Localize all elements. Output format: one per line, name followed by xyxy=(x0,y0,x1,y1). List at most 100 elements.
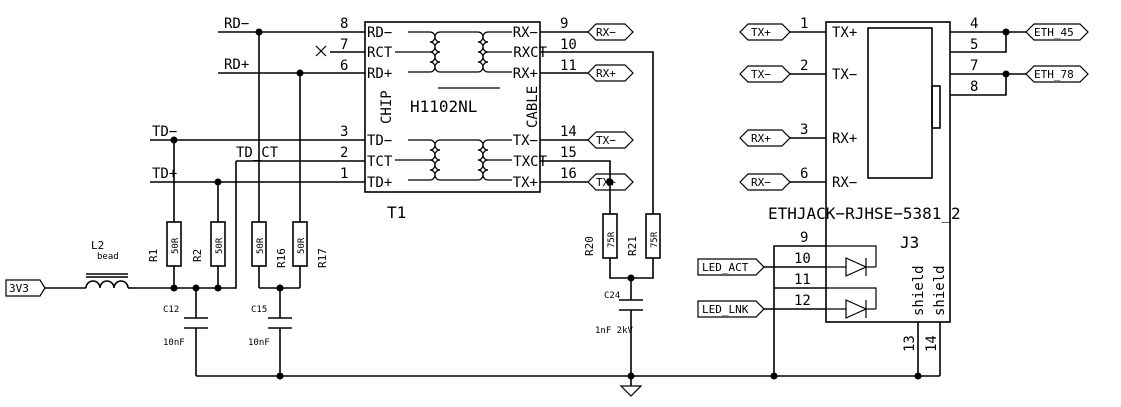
svg-text:4: 4 xyxy=(970,16,978,32)
svg-text:TX−: TX− xyxy=(513,133,538,149)
label-tx-minus: TX− xyxy=(587,131,634,149)
svg-text:R2: R2 xyxy=(191,249,204,262)
svg-text:ETH_45: ETH_45 xyxy=(1034,26,1074,39)
svg-text:TX−: TX− xyxy=(751,68,771,81)
svg-text:RX−: RX− xyxy=(751,176,771,189)
svg-text:3: 3 xyxy=(800,122,808,138)
svg-text:14: 14 xyxy=(560,124,577,140)
svg-text:TX+: TX+ xyxy=(513,175,538,191)
svg-text:6: 6 xyxy=(340,58,348,74)
svg-text:RCT: RCT xyxy=(367,45,393,61)
resistor-r20: 75R R20 xyxy=(583,213,618,259)
j3-ref: J3 xyxy=(900,233,919,252)
l2-value: bead xyxy=(97,252,119,262)
svg-text:1: 1 xyxy=(800,16,808,32)
svg-text:C15: C15 xyxy=(251,305,267,315)
power-label-3v3: 3V3 xyxy=(5,279,46,297)
net-label-rd-plus: RD+ xyxy=(224,57,249,73)
resistor-r16: 50R R16 xyxy=(251,221,288,268)
svg-text:TD+: TD+ xyxy=(367,175,392,191)
svg-text:R17: R17 xyxy=(316,248,329,268)
label-led-act: LED_ACT xyxy=(697,258,765,276)
svg-text:10: 10 xyxy=(560,37,577,53)
svg-text:50R: 50R xyxy=(215,237,225,254)
inductor-l2: L2 bead xyxy=(85,239,132,289)
label-eth-45: ETH_45 xyxy=(1025,23,1089,41)
junctions xyxy=(170,28,1010,380)
svg-text:8: 8 xyxy=(970,79,978,95)
svg-text:2: 2 xyxy=(340,145,348,161)
t1-cable-label: CABLE xyxy=(525,86,541,128)
svg-text:RX+: RX+ xyxy=(832,131,857,147)
svg-text:TX−: TX− xyxy=(832,67,857,83)
svg-text:9: 9 xyxy=(560,16,568,32)
label-led-lnk: LED_LNK xyxy=(697,300,765,318)
svg-text:shield: shield xyxy=(911,265,927,316)
svg-text:TX+: TX+ xyxy=(751,26,771,39)
svg-text:LED_ACT: LED_ACT xyxy=(702,261,749,274)
capacitor-c24: C24 1nF 2kV xyxy=(595,291,643,336)
svg-text:TX−: TX− xyxy=(596,134,616,147)
svg-text:1: 1 xyxy=(340,166,348,182)
svg-text:1nF 2kV: 1nF 2kV xyxy=(595,326,634,336)
svg-text:2: 2 xyxy=(800,58,808,74)
svg-text:RD+: RD+ xyxy=(367,66,392,82)
net-label-td-minus: TD− xyxy=(152,124,177,140)
svg-text:RX+: RX+ xyxy=(513,66,538,82)
svg-text:R1: R1 xyxy=(147,249,160,262)
capacitor-c15: C15 10nF xyxy=(248,305,292,348)
label-jack-tx-plus: TX+ xyxy=(739,23,791,41)
svg-text:shield: shield xyxy=(932,265,948,316)
svg-text:5: 5 xyxy=(970,37,978,53)
svg-text:14: 14 xyxy=(924,335,940,352)
svg-text:50R: 50R xyxy=(256,237,266,254)
svg-text:10: 10 xyxy=(794,251,811,267)
svg-text:13: 13 xyxy=(902,335,918,352)
svg-text:75R: 75R xyxy=(650,231,660,248)
label-rx-minus: RX− xyxy=(587,23,634,41)
label-jack-rx-plus: RX+ xyxy=(739,129,791,147)
label-jack-rx-minus: RX− xyxy=(739,173,791,191)
resistor-r2: 50R R2 xyxy=(191,221,226,267)
t1-ref: T1 xyxy=(387,203,406,222)
ethernet-jack-j3: 1 2 3 6 TX+ TX− RX+ RX− 4 5 7 8 9 10 11 … xyxy=(768,16,978,352)
svg-text:RX+: RX+ xyxy=(751,132,771,145)
label-jack-tx-minus: TX− xyxy=(739,65,791,83)
t1-chip-label: CHIP xyxy=(379,90,395,124)
j3-value: ETHJACK−RJHSE−5381_2 xyxy=(768,204,961,223)
svg-text:C24: C24 xyxy=(604,291,620,301)
net-label-td-ct: TD_CT xyxy=(236,145,279,161)
t1-value: H1102NL xyxy=(410,97,477,116)
svg-text:R20: R20 xyxy=(583,236,596,256)
resistor-r17: 50R R17 xyxy=(292,221,329,268)
svg-text:75R: 75R xyxy=(607,231,617,248)
no-connect-marker xyxy=(315,45,327,57)
svg-text:LED_LNK: LED_LNK xyxy=(702,303,749,316)
svg-text:3: 3 xyxy=(340,124,348,140)
svg-text:7: 7 xyxy=(340,37,348,53)
svg-text:RD−: RD− xyxy=(367,25,392,41)
resistor-r21: 75R R21 xyxy=(626,213,661,259)
wires xyxy=(44,31,1026,386)
net-label-rd-minus: RD− xyxy=(224,16,249,32)
label-eth-78: ETH_78 xyxy=(1025,65,1089,83)
svg-text:R21: R21 xyxy=(626,236,639,256)
net-label-td-plus: TD+ xyxy=(152,166,177,182)
l2-ref: L2 xyxy=(91,239,104,252)
svg-text:8: 8 xyxy=(340,16,348,32)
svg-text:TX+: TX+ xyxy=(596,176,616,189)
svg-text:TD−: TD− xyxy=(367,133,392,149)
svg-text:6: 6 xyxy=(800,166,808,182)
svg-text:TXCT: TXCT xyxy=(513,154,547,170)
ground-symbol xyxy=(619,385,643,397)
svg-text:50R: 50R xyxy=(297,237,307,254)
resistor-r1: 50R R1 xyxy=(147,221,182,267)
svg-text:RX−: RX− xyxy=(596,26,616,39)
svg-text:10nF: 10nF xyxy=(163,338,185,348)
svg-text:RX−: RX− xyxy=(513,25,538,41)
svg-text:11: 11 xyxy=(794,272,811,288)
svg-text:16: 16 xyxy=(560,166,577,182)
svg-text:9: 9 xyxy=(800,230,808,246)
svg-text:C12: C12 xyxy=(163,305,179,315)
